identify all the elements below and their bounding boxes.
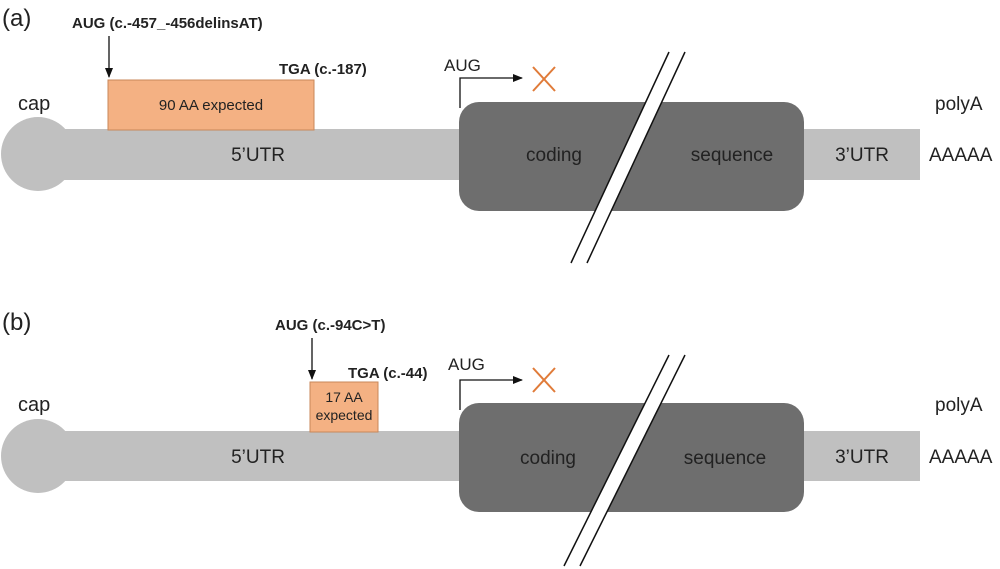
uorf-stop-label-a: TGA (c.-187) <box>279 61 367 78</box>
uorf-box-a <box>107 79 315 131</box>
cap-label-a: cap <box>18 93 50 115</box>
panel-a-label: (a) <box>2 5 31 32</box>
x-mark-icon <box>532 367 556 393</box>
cap-circle-a <box>1 117 75 191</box>
utr3-label-b: 3’UTR <box>835 447 889 468</box>
polya-tail-a: AAAAA <box>929 145 993 166</box>
panel-b-label: (b) <box>2 309 31 336</box>
sequence-label-b: sequence <box>684 448 766 469</box>
utr3-label-a: 3’UTR <box>835 145 889 166</box>
main-start-label-a: AUG <box>444 56 481 75</box>
cap-label-b: cap <box>18 394 50 416</box>
bent-arrow-icon <box>459 74 523 108</box>
panel-a: (a) cap 90 AA expected AUG (c.-457_-456d… <box>1 5 993 264</box>
panel-b: (b) cap 17 AA expected AUG (c.-94C>T) TG… <box>1 309 993 567</box>
uorf-box-label-b-line1: 17 AA <box>325 389 363 405</box>
coding-label-b: coding <box>520 448 576 469</box>
sequence-break-a <box>570 51 686 264</box>
coding-label-a: coding <box>526 145 582 166</box>
utr5-label-b: 5’UTR <box>231 447 285 468</box>
sequence-label-a: sequence <box>691 145 773 166</box>
uorf-box-label-a: 90 AA expected <box>159 97 263 114</box>
uorf-box-b <box>309 381 379 433</box>
sequence-break-b <box>563 354 686 567</box>
uorf-stop-label-b: TGA (c.-44) <box>348 365 427 382</box>
cap-circle-b <box>1 419 75 493</box>
main-start-label-b: AUG <box>448 355 485 374</box>
uorf-box-label-b-line2: expected <box>316 407 373 423</box>
uorf-start-label-b: AUG (c.-94C>T) <box>275 317 385 334</box>
x-mark-icon <box>532 66 556 92</box>
utr5-label-a: 5’UTR <box>231 145 285 166</box>
polya-label-b: polyA <box>935 395 983 416</box>
bent-arrow-icon <box>459 376 523 410</box>
uorf-start-label-a: AUG (c.-457_-456delinsAT) <box>72 15 263 32</box>
polya-tail-b: AAAAA <box>929 447 993 468</box>
polya-label-a: polyA <box>935 94 983 115</box>
